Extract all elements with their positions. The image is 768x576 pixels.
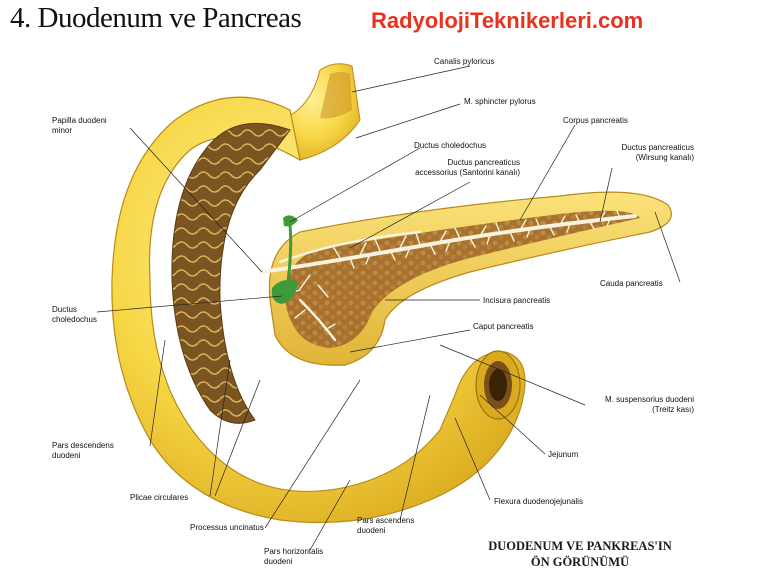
label-ductus-choledochus-top: Ductus choledochus (414, 141, 487, 150)
label-canalis-pyloricus: Canalis pyloricus (434, 57, 495, 66)
label-ductus-choledochus-left-2: choledochus (52, 315, 97, 324)
jejunum-shape (475, 350, 521, 420)
label-suspensorius-1: M. suspensorius duodeni (605, 395, 694, 404)
pancreatic-duct-shape (260, 210, 637, 342)
label-sphincter-pylorus: M. sphincter pylorus (464, 97, 536, 106)
leader-lines (96, 65, 681, 551)
label-caput-pancreatis: Caput pancreatis (473, 322, 534, 331)
duodenum-shape (111, 96, 526, 524)
label-cauda-pancreatis: Cauda pancreatis (600, 279, 663, 288)
figure-caption: DUODENUM VE PANKREAS'IN ÖN GÖRÜNÜMÜ (470, 538, 690, 570)
site-brand[interactable]: RadyolojiTeknikerleri.com (371, 8, 644, 33)
label-ductus-accessorius-1: Ductus pancreaticus (447, 158, 520, 167)
label-pars-ascendens-2: duodeni (357, 526, 386, 535)
label-flexura-duodenojejunalis: Flexura duodenojejunalis (494, 497, 583, 506)
label-ductus-accessorius-2: accessorius (Santorini kanalı) (415, 168, 520, 177)
pylorus-shape (279, 63, 361, 161)
label-pars-horizontalis-2: duodeni (264, 557, 293, 566)
label-plicae-circulares: Plicae circulares (130, 493, 189, 502)
label-pars-horizontalis-1: Pars horizontalis (264, 547, 324, 556)
pancreas-shape (268, 191, 672, 366)
page-title: 4. Duodenum ve Pancreas (10, 2, 302, 34)
label-jejunum: Jejunum (548, 450, 579, 459)
label-pars-descendens-1: Pars descendens (52, 441, 114, 450)
label-papilla-minor-2: minor (52, 126, 73, 135)
label-ductus-wirsung-2: (Wirsung kanalı) (635, 153, 694, 162)
bile-duct-shape (271, 215, 298, 304)
label-papilla-minor-1: Papilla duodeni (52, 116, 107, 125)
label-corpus-pancreatis: Corpus pancreatis (563, 116, 628, 125)
label-incisura-pancreatis: Incisura pancreatis (483, 296, 551, 305)
label-pars-ascendens-1: Pars ascendens (357, 516, 415, 525)
label-suspensorius-2: (Treitz kası) (652, 405, 694, 414)
label-pars-descendens-2: duodeni (52, 451, 81, 460)
label-processus-uncinatus: Processus uncinatus (190, 523, 264, 532)
label-ductus-wirsung-1: Ductus pancreaticus (621, 143, 694, 152)
caption-line-1: DUODENUM VE PANKREAS'IN (488, 539, 672, 553)
caption-line-2: ÖN GÖRÜNÜMÜ (530, 555, 630, 569)
label-ductus-choledochus-left-1: Ductus (52, 305, 77, 314)
